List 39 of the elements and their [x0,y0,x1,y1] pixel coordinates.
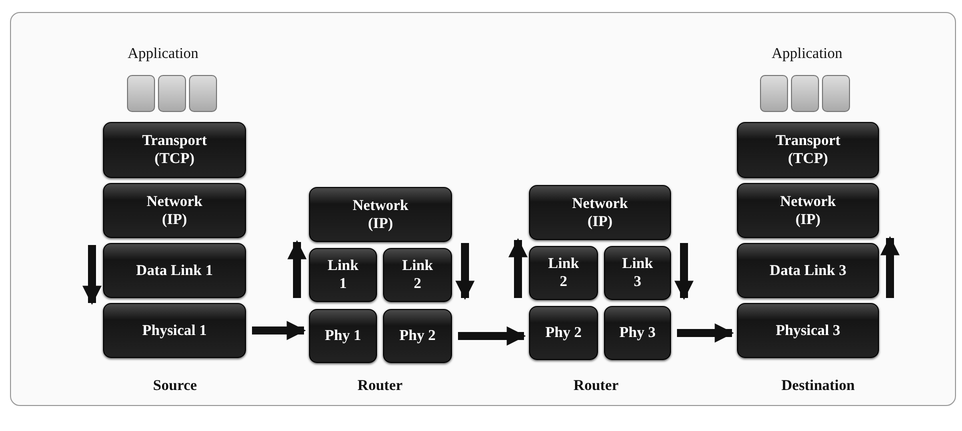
arrow [674,243,694,300]
application-block [158,75,186,112]
host-label: Router [574,378,618,395]
host-label: Router [358,378,402,395]
host-label: Source [153,378,197,395]
application-block [760,75,788,112]
layer-box: Link 1 [309,248,377,302]
layer-box: Data Link 1 [103,243,246,298]
layer-box: Data Link 3 [737,243,879,298]
layer-box: Phy 2 [529,306,598,360]
layer-box: Network (IP) [737,183,879,238]
layer-box: Network (IP) [309,187,452,242]
arrow [82,245,102,305]
layer-box: Network (IP) [103,183,246,238]
layer-box: Transport (TCP) [103,122,246,178]
layer-box: Physical 1 [103,303,246,358]
arrow [455,243,475,300]
layer-box: Link 3 [604,246,671,300]
layer-heading: Application [772,46,842,63]
arrow [287,240,307,298]
application-block [791,75,819,112]
host-label: Destination [781,378,855,395]
application-block [127,75,155,112]
layer-box: Phy 3 [604,306,671,360]
layer-box: Physical 3 [737,303,879,358]
layer-box: Link 2 [383,248,452,302]
application-block [822,75,850,112]
application-block [189,75,217,112]
layer-box: Phy 1 [309,309,377,363]
arrow [677,323,734,343]
layer-box: Phy 2 [383,309,452,363]
layer-box: Network (IP) [529,185,671,240]
layer-box: Link 2 [529,246,598,300]
arrow [880,236,900,298]
layer-box: Transport (TCP) [737,122,879,178]
arrow [508,238,528,298]
arrow [458,326,526,346]
layer-heading: Application [128,46,198,63]
arrow [252,320,306,340]
